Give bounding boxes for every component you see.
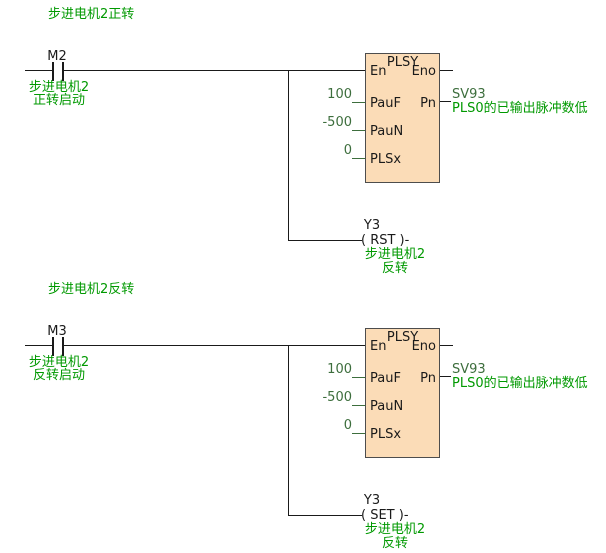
pin-stub (352, 158, 365, 159)
pn-operand[interactable]: SV93 (452, 87, 486, 102)
coil-operand-label: Y3 (363, 493, 381, 508)
block-pin-paun: PauN (370, 124, 404, 139)
contact-comment-line1: 步进电机2 (28, 80, 90, 95)
block-pin-eno: Eno (411, 64, 436, 79)
pin-stub (352, 433, 365, 434)
coil-symbol[interactable]: ( RST )- (361, 233, 410, 248)
coil-comment-line1: 步进电机2 (364, 247, 426, 262)
pn-operand[interactable]: SV93 (452, 362, 486, 377)
block-pin-pauf: PauF (370, 96, 401, 111)
pn-stub (440, 101, 451, 102)
contact-comment-line2: 反转启动 (32, 368, 85, 383)
pn-stub (440, 376, 451, 377)
function-block-plsy[interactable]: PLSY En Eno PauF PauN PLSx Pn (365, 328, 440, 458)
rung-title: 步进电机2反转 (48, 282, 135, 297)
pin-value-paun[interactable]: -500 (322, 115, 352, 130)
pn-operand-comment: PLS0的已输出脉冲数低 (452, 101, 588, 116)
eno-stub (440, 345, 453, 346)
pin-stub (352, 377, 365, 378)
contact-symbol[interactable] (62, 62, 64, 81)
block-pin-plsx: PLSx (370, 152, 402, 167)
coil-comment-line1: 步进电机2 (364, 522, 426, 537)
pin-value-pauf[interactable]: 100 (327, 362, 352, 377)
block-title: PLSY (386, 330, 419, 345)
block-pin-pauf: PauF (370, 371, 401, 386)
rung-1: 步进电机2正转 M2 步进电机2 正转启动 PLSY En Eno PauF P… (25, 7, 588, 276)
wire-branch-vertical (288, 345, 289, 516)
wire-left (25, 345, 52, 346)
contact-comment-line1: 步进电机2 (28, 355, 90, 370)
pin-stub (352, 130, 365, 131)
block-pin-pn: Pn (420, 96, 436, 111)
contact-symbol[interactable] (62, 337, 64, 356)
rung-title: 步进电机2正转 (48, 7, 135, 22)
wire-branch-horizontal (288, 515, 362, 516)
pin-value-pauf[interactable]: 100 (327, 87, 352, 102)
block-pin-eno: Eno (411, 339, 436, 354)
block-pin-en: En (370, 339, 387, 354)
pin-value-plsx[interactable]: 0 (343, 418, 352, 433)
block-pin-en: En (370, 64, 387, 79)
contact-symbol[interactable] (52, 337, 54, 356)
coil-operand-label: Y3 (363, 218, 381, 233)
wire-main (64, 345, 365, 346)
coil-comment-line2: 反转 (381, 536, 408, 551)
pin-stub (352, 405, 365, 406)
contact-operand-label: M3 (47, 324, 67, 339)
pin-stub (352, 102, 365, 103)
contact-symbol[interactable] (52, 62, 54, 81)
coil-symbol[interactable]: ( SET )- (361, 508, 409, 523)
contact-operand-label: M2 (47, 49, 67, 64)
pin-value-plsx[interactable]: 0 (343, 143, 352, 158)
wire-branch-horizontal (288, 240, 362, 241)
wire-main (64, 70, 365, 71)
pin-value-paun[interactable]: -500 (322, 390, 352, 405)
eno-stub (440, 70, 453, 71)
block-pin-plsx: PLSx (370, 427, 402, 442)
block-pin-paun: PauN (370, 399, 404, 414)
pn-operand-comment: PLS0的已输出脉冲数低 (452, 376, 588, 391)
block-pin-pn: Pn (420, 371, 436, 386)
wire-left (25, 70, 52, 71)
contact-comment-line2: 正转启动 (32, 93, 85, 108)
coil-comment-line2: 反转 (381, 261, 408, 276)
block-title: PLSY (386, 55, 419, 70)
rung-2: 步进电机2反转 M3 步进电机2 反转启动 PLSY En Eno PauF P… (0, 275, 606, 553)
wire-branch-vertical (288, 70, 289, 241)
function-block-plsy[interactable]: PLSY En Eno PauF PauN PLSx Pn (365, 53, 440, 183)
